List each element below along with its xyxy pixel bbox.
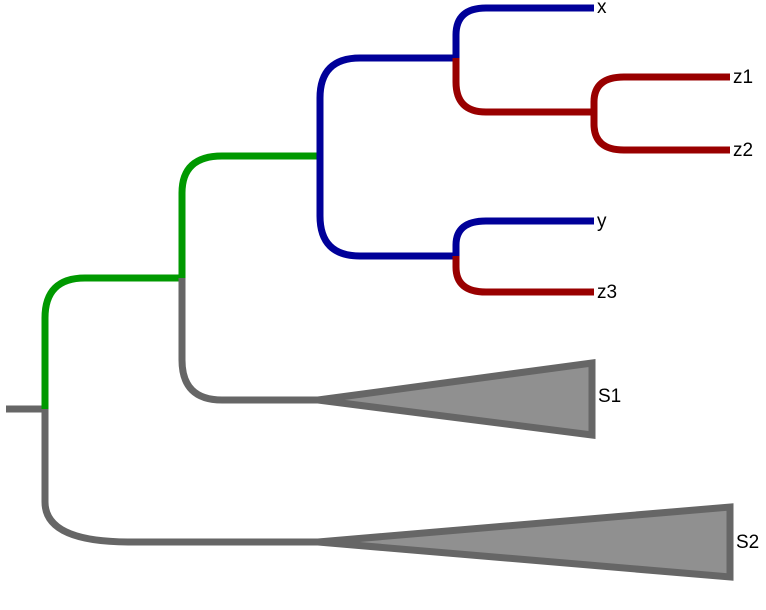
leaf-label-s2: S2 — [736, 532, 759, 553]
collapsed-clade-s1 — [317, 358, 596, 439]
leaf-label-y: y — [597, 211, 607, 232]
leaf-label-z2: z2 — [733, 140, 753, 161]
branch-y — [452, 217, 594, 256]
leaf-label-z1: z1 — [733, 67, 753, 88]
leaf-label-s1: S1 — [598, 386, 621, 407]
collapsed-clade-s2 — [317, 503, 734, 581]
leaf-label-z3: z3 — [597, 282, 617, 303]
branch-yz3-clade — [316, 156, 456, 260]
branch-z1 — [590, 73, 730, 112]
branch-z2 — [590, 112, 730, 154]
branch-z3 — [452, 256, 594, 296]
branch-xz-clade — [316, 54, 456, 156]
branch-z-clade — [452, 58, 594, 116]
leaf-label-x: x — [597, 0, 607, 18]
branch-green-clade — [41, 274, 182, 409]
branch-s2 — [41, 409, 318, 546]
branch-x — [452, 4, 594, 58]
branch-s1 — [178, 278, 318, 404]
branch-blue-clade — [178, 152, 320, 278]
